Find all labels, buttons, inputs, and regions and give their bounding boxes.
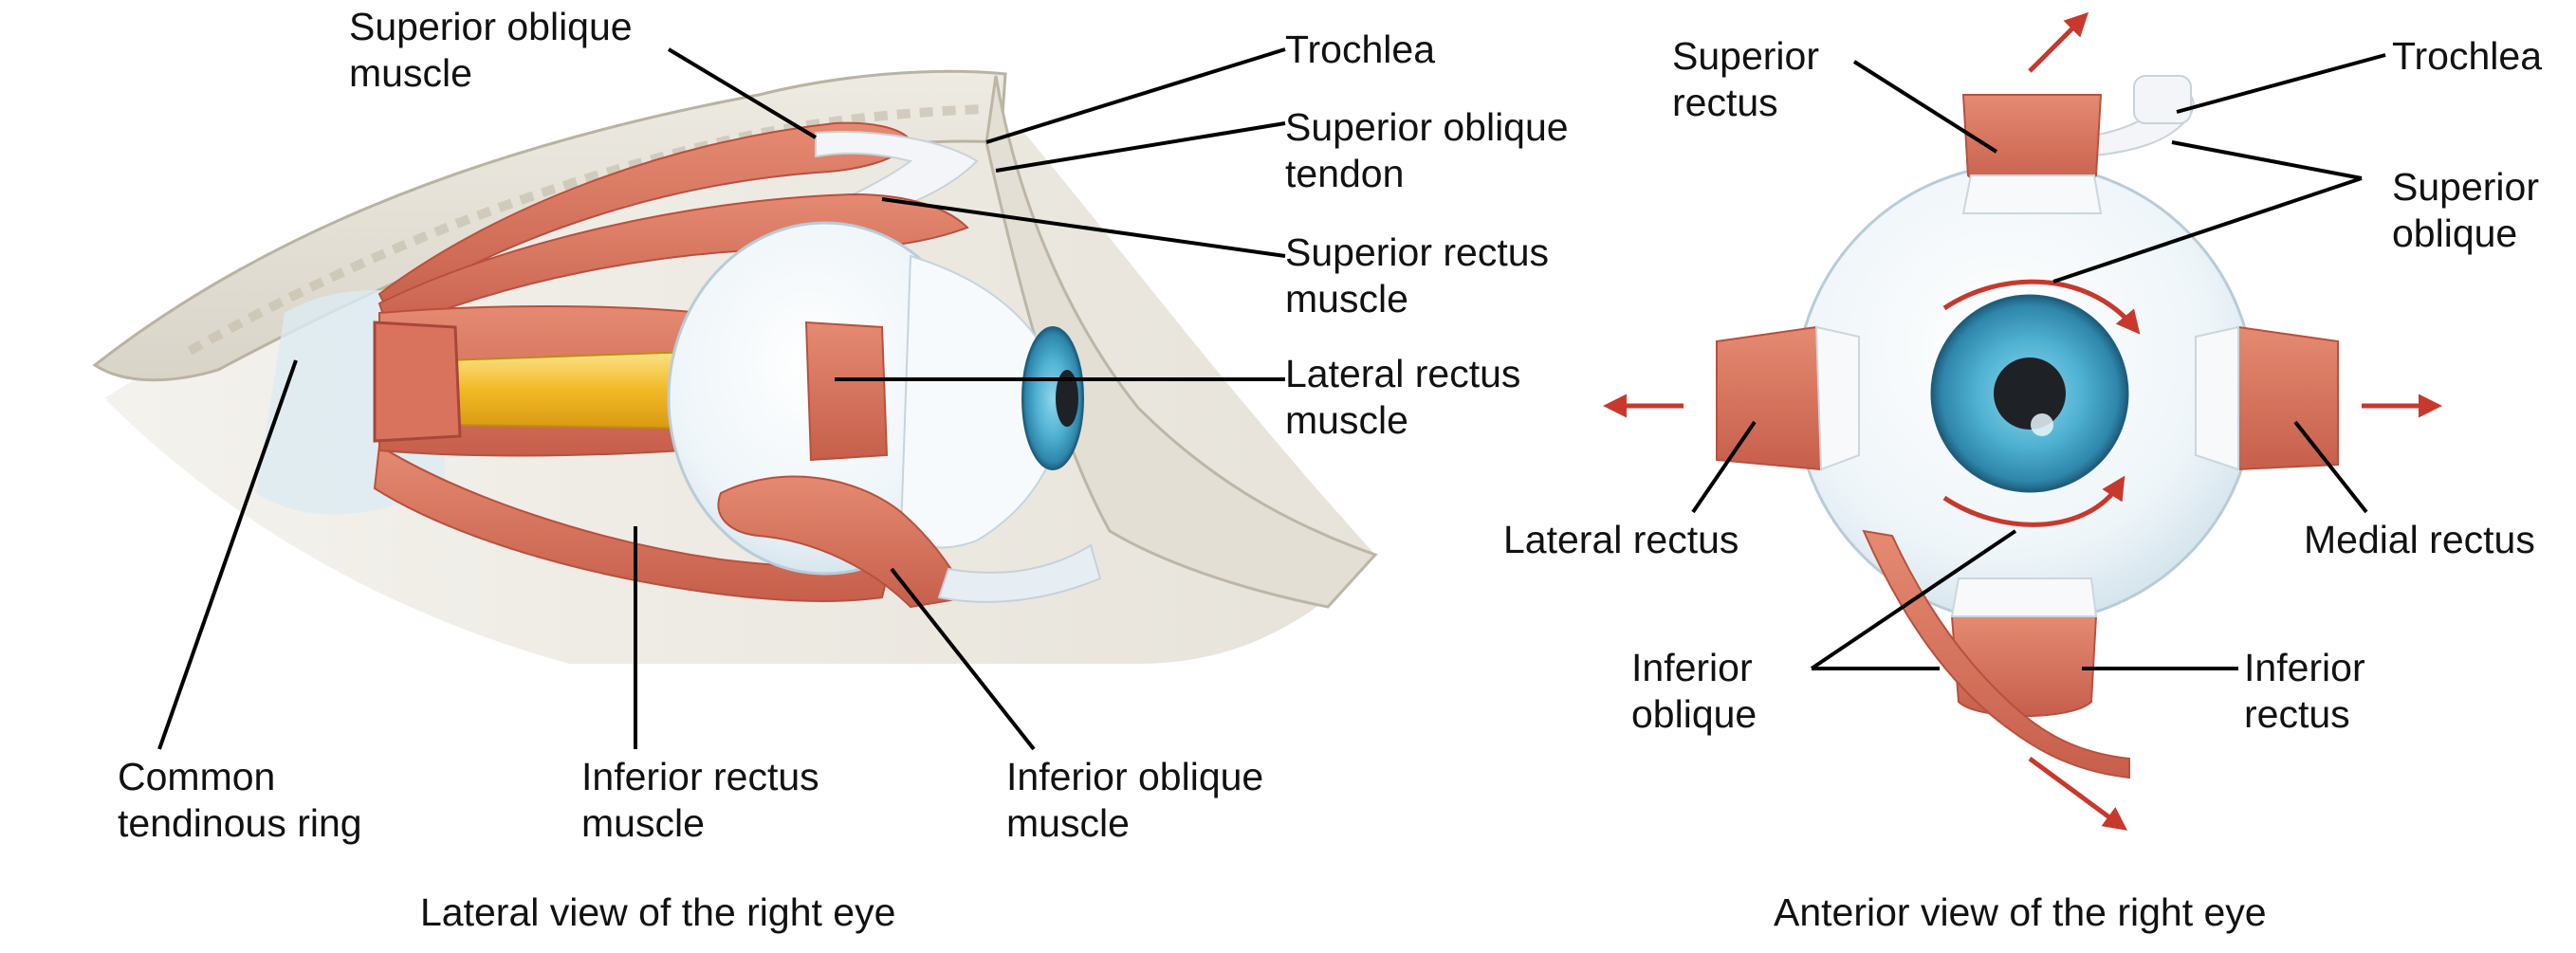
label-superior-oblique-muscle: Superior oblique muscle xyxy=(349,5,633,95)
label-medial-rectus: Medial rectus xyxy=(2304,518,2535,561)
label-superior-oblique-tendon: Superior oblique tendon xyxy=(1285,105,1569,195)
bone-texture xyxy=(187,104,987,356)
rotation-arc-top xyxy=(1942,279,2141,335)
anterior-lateral-rectus xyxy=(1716,325,1823,471)
leader-ant-so-2 xyxy=(2052,176,2363,284)
leader-superior-oblique xyxy=(667,47,818,139)
label-superior-rectus-muscle: Superior rectus muscle xyxy=(1285,230,1550,321)
common-tendinous-ring-shape xyxy=(373,321,462,443)
anterior-superior-rectus-tendon xyxy=(1961,174,2103,214)
leader-so-tendon xyxy=(995,121,1286,173)
label-trochlea-anterior: Trochlea xyxy=(2392,34,2542,78)
leader-ant-trochlea xyxy=(2176,53,2386,114)
anterior-inferior-oblique xyxy=(1862,529,2130,779)
leader-common-ring xyxy=(157,359,298,750)
lateral-iris xyxy=(1021,326,1084,470)
caption-anterior-view: Anterior view of the right eye xyxy=(1774,890,2267,934)
anterior-medial-rectus-tendon xyxy=(2195,325,2239,471)
pupil-highlight xyxy=(2031,413,2053,436)
label-inferior-oblique: Inferior oblique xyxy=(1631,646,1757,736)
leader-ant-so-1 xyxy=(2171,140,2363,180)
caption-lateral-view: Lateral view of the right eye xyxy=(420,890,896,934)
leader-ant-superior-rectus xyxy=(1852,60,1998,154)
leader-inferior-oblique xyxy=(890,567,1036,751)
lateral-pupil xyxy=(1056,370,1078,427)
label-common-tendinous-ring: Common tendinous ring xyxy=(118,755,362,845)
label-superior-oblique: Superior oblique xyxy=(2392,165,2539,255)
anterior-lateral-rectus-tendon xyxy=(1814,325,1860,471)
arrow-up-right xyxy=(2028,11,2089,73)
lower-lid-shape xyxy=(937,543,1102,603)
anterior-view-illustration xyxy=(1603,11,2442,831)
label-trochlea-lateral: Trochlea xyxy=(1285,27,1435,71)
leader-ant-medial-rectus xyxy=(2293,420,2368,514)
anterior-trochlea xyxy=(2133,75,2192,124)
leader-ant-lateral-rectus xyxy=(1691,420,1757,514)
label-inferior-rectus-muscle: Inferior rectus muscle xyxy=(581,755,819,845)
inferior-rectus-muscle-shape xyxy=(373,444,893,602)
rotation-arc-bottom xyxy=(1942,475,2125,527)
anterior-medial-rectus xyxy=(2237,325,2339,471)
anterior-leader-lines xyxy=(1691,53,2386,670)
anterior-inferior-rectus-tendon xyxy=(1950,577,2098,617)
anterior-pupil xyxy=(1994,357,2066,430)
lateral-rectus-insertion xyxy=(804,321,889,462)
leader-ant-io-1 xyxy=(1810,529,2017,670)
label-superior-rectus: Superior rectus xyxy=(1672,34,1819,124)
label-lateral-rectus: Lateral rectus xyxy=(1503,518,1739,561)
arrow-down-right xyxy=(2028,756,2128,831)
label-inferior-rectus: Inferior rectus xyxy=(2244,646,2365,736)
leader-trochlea-lat xyxy=(985,47,1286,144)
lateral-leader-lines xyxy=(157,47,1286,751)
lateral-view-illustration xyxy=(92,69,1378,664)
label-lateral-rectus-muscle: Lateral rectus muscle xyxy=(1285,352,1521,442)
label-inferior-oblique-muscle: Inferior oblique muscle xyxy=(1006,755,1264,845)
leader-superior-rectus xyxy=(881,197,1286,258)
